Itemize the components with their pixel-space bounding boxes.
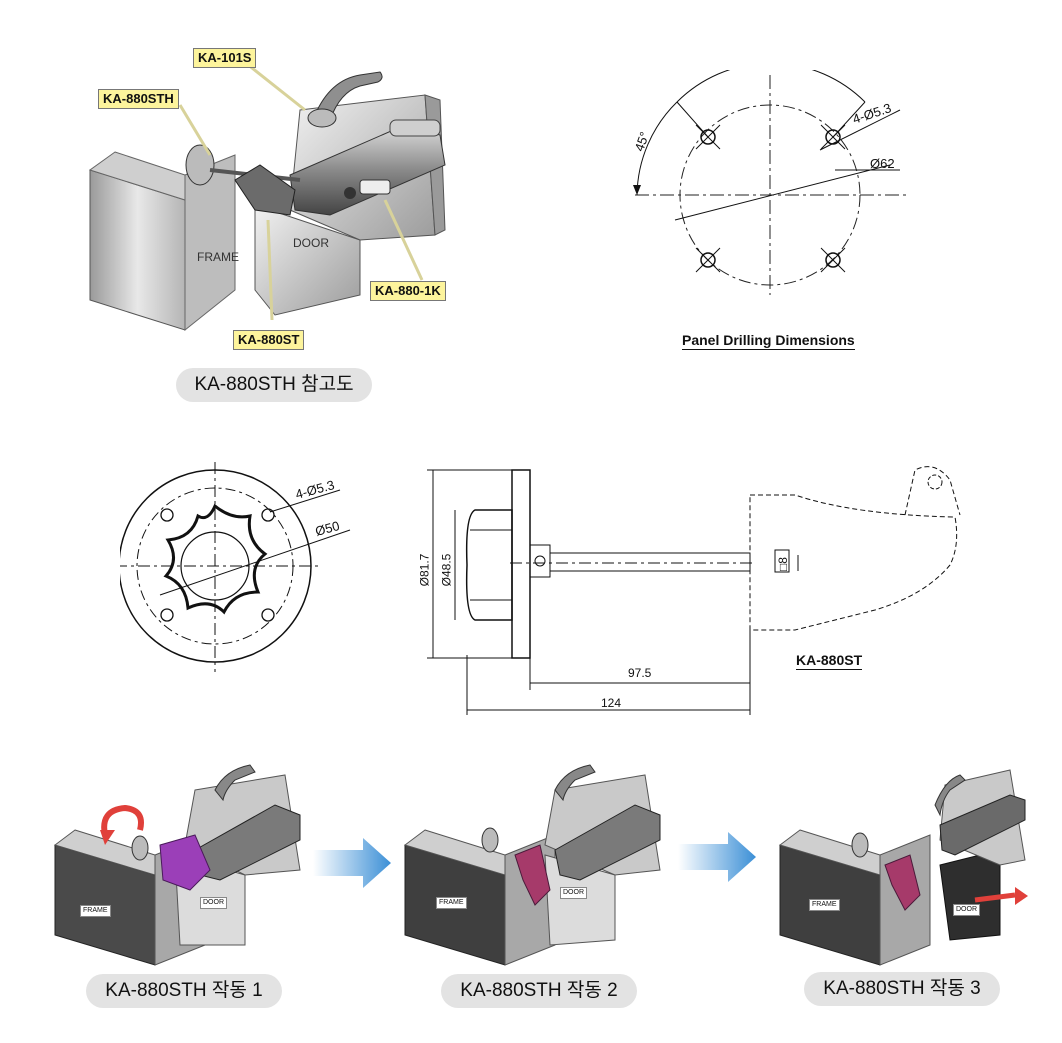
frame-label: FRAME	[197, 250, 239, 264]
step1-door-label: DOOR	[200, 897, 227, 909]
callout-ka-880st: KA-880ST	[233, 330, 305, 350]
dim-97-5: 97.5	[628, 666, 652, 680]
step-3-caption: KA-880STH 작동 3	[804, 972, 1000, 1006]
handle	[314, 71, 383, 121]
panel-drilling-drawing	[633, 70, 910, 295]
reference-caption: KA-880STH 참고도	[176, 368, 372, 402]
knob-outline	[163, 503, 268, 615]
door-panel	[254, 204, 361, 316]
housing-outline	[749, 494, 958, 631]
operation-step-1	[53, 764, 301, 966]
step-arrow-2	[678, 832, 756, 882]
step-1-caption: KA-880STH 작동 1	[86, 974, 282, 1008]
dim-square: □8	[775, 557, 790, 571]
callout-ka-880-1k: KA-880-1K	[370, 281, 446, 301]
dim-124: 124	[601, 696, 622, 710]
step2-door-label: DOOR	[560, 887, 587, 899]
step-arrow-1	[313, 838, 391, 888]
flange-keeper	[185, 144, 215, 186]
flange-front-view	[120, 462, 351, 672]
step2-frame-label: FRAME	[436, 897, 467, 909]
panel-drilling-title: Panel Drilling Dimensions	[682, 332, 855, 350]
drill-holes	[700, 129, 841, 268]
operation-step-2	[403, 764, 661, 966]
step3-door-label: DOOR	[953, 904, 980, 916]
step3-frame-label: FRAME	[809, 899, 840, 911]
step-2-caption: KA-880STH 작동 2	[441, 974, 637, 1008]
operation-step-3	[778, 769, 1028, 966]
callout-ka-101s: KA-101S	[193, 48, 257, 68]
callout-ka-880sth: KA-880STH	[98, 89, 179, 109]
side-view-label: KA-880ST	[796, 652, 863, 670]
step1-frame-label: FRAME	[80, 905, 111, 917]
door-label: DOOR	[293, 236, 329, 250]
dim-outer-diameter: Ø81.7	[417, 553, 432, 587]
side-view-drawing	[427, 466, 961, 715]
dim-knob-diameter: Ø48.5	[439, 553, 454, 587]
reference-illustration	[88, 58, 446, 332]
drill-diameter-label: Ø62	[870, 156, 895, 171]
